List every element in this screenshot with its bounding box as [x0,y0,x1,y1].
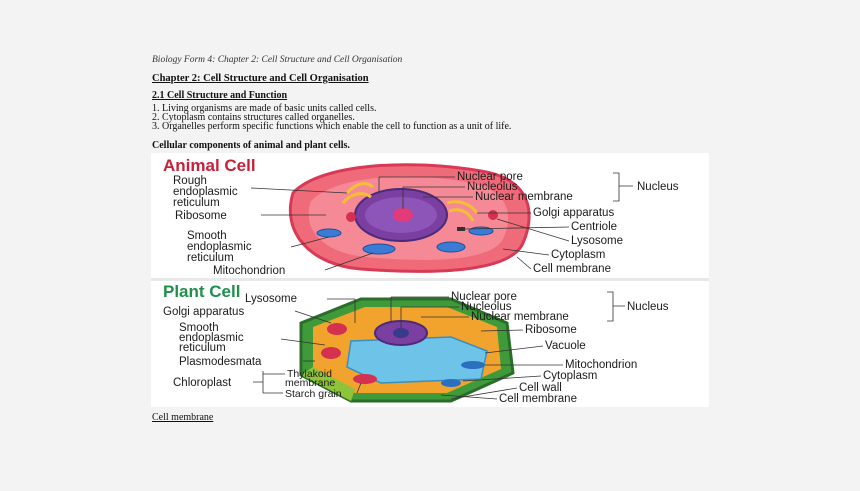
label-plant-nucleolus: Nucleolus [461,301,512,313]
animal-centriole-shape [457,227,465,231]
label-plant-nuclear-membrane: Nuclear membrane [471,311,569,323]
plant-cell-title: Plant Cell [163,282,240,301]
label-plant-nuclear-pore: Nuclear pore [451,291,517,303]
plant-mitochondrion-shape [461,361,485,369]
svg-text:reticulum: reticulum [187,252,234,264]
cell-diagram-figure: Animal Cell Rough endoplasmic reticulum … [151,153,709,407]
animal-mitochondrion-shape [362,243,396,255]
animal-cell-title: Animal Cell [163,156,256,175]
plant-cut-wall-shape [301,367,355,401]
chapter-title: Chapter 2: Cell Structure and Cell Organ… [152,73,369,84]
point-item: 2. Cytoplasm contains structures called … [152,112,355,123]
point-item: 1. Living organisms are made of basic un… [152,103,377,114]
label-vacuole: Vacuole [545,340,586,352]
label-starch-grain: Starch grain [285,388,342,400]
animal-nucleolus-shape [393,208,413,222]
label-ribosome: Ribosome [175,210,227,222]
label-nuclear-pore: Nuclear pore [457,171,523,183]
label-nucleus: Nucleus [637,181,679,193]
figure-heading: Cellular components of animal and plant … [152,140,350,151]
label-cell-wall: Cell wall [519,382,562,394]
nucleus-bracket [613,172,633,202]
animal-golgi-shape [446,200,479,214]
svg-text:reticulum: reticulum [173,197,220,209]
svg-text:endoplasmic: endoplasmic [179,332,244,344]
label-lysosome: Lysosome [571,235,623,247]
point-item: 3. Organelles perform specific functions… [152,121,512,132]
label-plant-smooth-er: Smooth [179,322,219,334]
label-smooth-er: Smooth [187,230,227,242]
label-golgi: Golgi apparatus [533,207,614,219]
label-plant-mitochondrion: Mitochondrion [565,359,637,371]
label-thylakoid: Thylakoid [287,368,332,380]
animal-rough-er-shape [345,182,374,195]
running-header: Biology Form 4: Chapter 2: Cell Structur… [152,55,403,65]
panel-divider [151,278,709,281]
svg-text:membrane: membrane [285,377,335,389]
svg-text:endoplasmic: endoplasmic [187,241,252,253]
label-cell-membrane: Cell membrane [533,263,611,275]
label-plant-cytoplasm: Cytoplasm [543,370,597,382]
points-list: 1. Living organisms are made of basic un… [152,103,708,132]
label-plasmodesmata: Plasmodesmata [179,356,262,368]
plant-cell-drawing [299,297,515,403]
plant-nucleolus-shape [393,328,409,338]
label-plant-ribosome: Ribosome [525,324,577,336]
section-title: 2.1 Cell Structure and Function [152,90,288,101]
plant-chloroplast-shape [327,323,347,335]
cell-membrane-link[interactable]: Cell membrane [152,412,214,423]
svg-text:endoplasmic: endoplasmic [173,186,238,198]
plant-nucleus-bracket [607,291,625,322]
plant-vacuole-shape [346,336,488,384]
label-plant-cell-membrane: Cell membrane [499,393,577,405]
label-rough-er: Rough [173,175,207,187]
label-cytoplasm: Cytoplasm [551,249,605,261]
label-nuclear-membrane: Nuclear membrane [475,191,573,203]
label-chloroplast: Chloroplast [173,377,232,389]
label-plant-nucleus: Nucleus [627,301,669,313]
label-plant-golgi: Golgi apparatus [163,306,244,318]
label-mitochondrion: Mitochondrion [213,265,285,277]
svg-text:reticulum: reticulum [179,342,226,354]
label-plant-lysosome: Lysosome [245,293,297,305]
animal-lysosome-shape [346,212,356,222]
label-nucleolus: Nucleolus [467,181,518,193]
cell-diagram-svg: Animal Cell Rough endoplasmic reticulum … [151,153,709,407]
label-centriole: Centriole [571,221,617,233]
